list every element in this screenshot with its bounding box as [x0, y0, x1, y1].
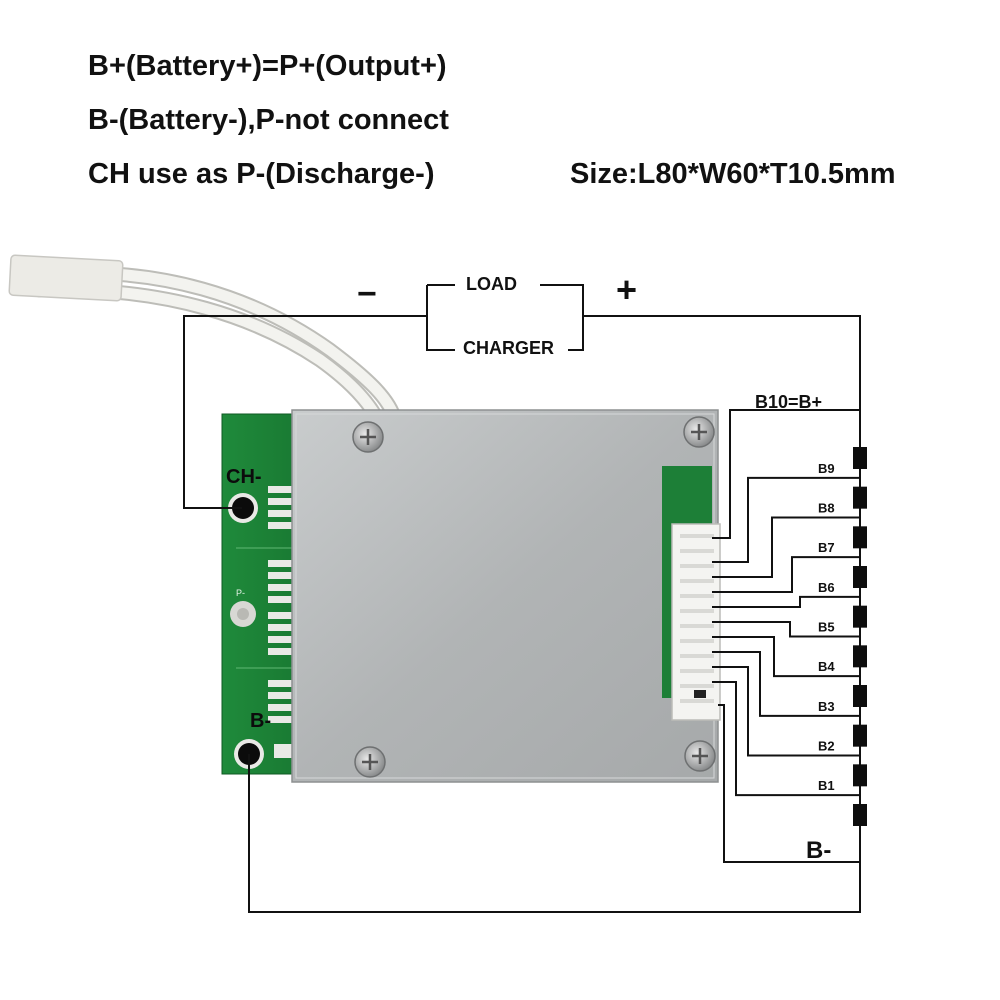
connector-pin: [680, 624, 714, 628]
tap-wire: [712, 651, 860, 717]
header-line-3: CH use as P-(Discharge-): [88, 158, 435, 190]
tap-wire: [712, 595, 860, 608]
header-line-2: B-(Battery-),P-not connect: [88, 104, 449, 136]
tap-label-b1: B1: [818, 778, 835, 793]
tap-label-b9: B9: [818, 461, 835, 476]
tap-label-b2: B2: [818, 739, 835, 754]
board-label-p: P-: [236, 588, 245, 598]
connector-pin: [680, 699, 714, 703]
wire-line: [540, 284, 584, 351]
header-line-1: B+(Battery+)=P+(Output+): [88, 50, 447, 82]
battery-cell: [853, 566, 867, 588]
battery-cell: [853, 804, 867, 826]
tap-wire: [712, 621, 860, 638]
battery-cell: [853, 724, 867, 747]
screw-icons: [352, 416, 716, 778]
tap-label-b4: B4: [818, 659, 835, 674]
board-label-ch: CH-: [226, 466, 262, 488]
connector-pin: [680, 684, 714, 688]
wire-line: [426, 285, 455, 351]
connector-pin: [680, 609, 714, 613]
screw-icon: [683, 416, 715, 448]
battery-cell: [853, 486, 867, 509]
connector-pin: [680, 564, 714, 568]
connector-key: [694, 690, 706, 698]
board-label-b: B-: [250, 710, 271, 732]
tap-wire: [712, 681, 860, 797]
connector-pin: [680, 669, 714, 673]
tap-label-b6: B6: [818, 580, 835, 595]
screw-icon: [354, 746, 386, 778]
tap-wire: [712, 476, 860, 563]
aluminum-heatsink: [291, 409, 719, 783]
wire-line: [718, 704, 860, 863]
tap-wire: [712, 636, 860, 678]
tap-label-b7: B7: [818, 540, 835, 555]
minus-sign: −: [357, 275, 377, 313]
screw-icon: [684, 740, 716, 772]
b10-label: B10=B+: [755, 392, 822, 412]
screw-icon: [352, 421, 384, 453]
wire-line: [183, 315, 427, 509]
connector-pins: [680, 534, 714, 703]
wire-line: [248, 754, 861, 913]
battery-cell: [853, 605, 867, 628]
tap-wire: [712, 666, 860, 757]
tap-label-b8: B8: [818, 501, 835, 516]
battery-cell: [853, 764, 867, 787]
battery-cell: [853, 685, 867, 707]
plus-sign: +: [616, 269, 637, 310]
white-cable: [8, 254, 403, 428]
connector-pin: [680, 594, 714, 598]
connector-pin: [680, 534, 714, 538]
connector-pin: [680, 639, 714, 643]
size-spec: Size:L80*W60*T10.5mm: [570, 158, 896, 190]
tap-wire: [712, 556, 860, 593]
battery-cell: [853, 447, 867, 469]
battery-cells: [853, 447, 867, 826]
balance-connector: [662, 466, 721, 721]
tap-label-b5: B5: [818, 620, 835, 635]
wire-line: [712, 409, 860, 539]
battery-cell: [853, 645, 867, 668]
battery-cell: [853, 526, 867, 549]
tap-label-b3: B3: [818, 699, 835, 714]
charger-label: CHARGER: [463, 338, 554, 358]
b-minus-label: B-: [806, 837, 831, 864]
connector-pin: [680, 549, 714, 553]
connector-pin: [680, 654, 714, 658]
connector-pin: [680, 579, 714, 583]
tap-wire: [712, 516, 860, 578]
load-label: LOAD: [466, 274, 517, 294]
